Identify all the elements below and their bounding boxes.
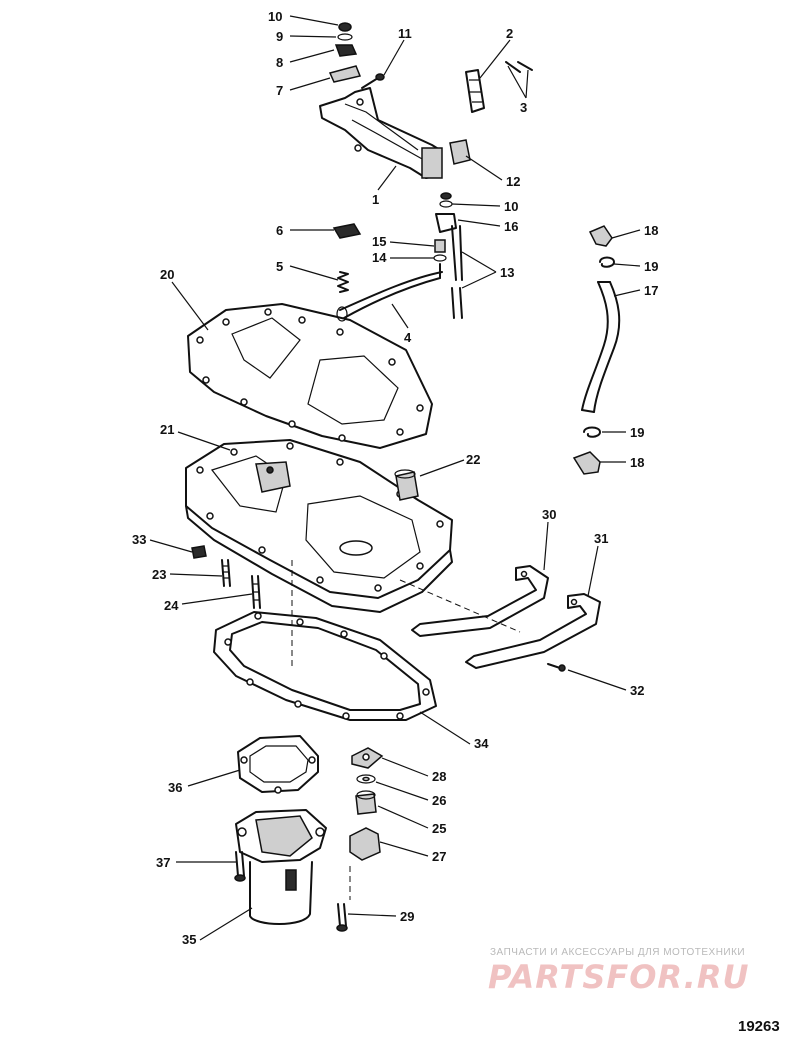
callout-6: 6 <box>276 223 283 238</box>
watermark-logo: PARTSFOR.RU <box>488 958 750 996</box>
callout-16: 16 <box>504 219 518 234</box>
exhaust-housing <box>234 735 327 925</box>
callout-20: 20 <box>160 267 174 282</box>
callout-26: 26 <box>432 793 446 808</box>
callout-1: 1 <box>372 192 379 207</box>
callout-29: 29 <box>400 909 414 924</box>
callout-27: 27 <box>432 849 446 864</box>
callout-28: 28 <box>432 769 446 784</box>
callout-8: 8 <box>276 55 283 70</box>
watermark-caption: ЗАПЧАСТИ И АКСЕССУАРЫ ДЛЯ МОТОТЕХНИКИ <box>490 947 746 958</box>
callout-5: 5 <box>276 259 283 274</box>
callout-37: 37 <box>156 855 170 870</box>
callout-35: 35 <box>182 932 196 947</box>
plate-fasteners <box>191 545 261 609</box>
shift-bracket-assembly <box>319 22 533 179</box>
callout-15: 15 <box>372 234 386 249</box>
callout-31: 31 <box>594 531 608 546</box>
callout-19: 19 <box>644 259 658 274</box>
callout-21: 21 <box>160 422 174 437</box>
callout-10-second: 10 <box>504 199 518 214</box>
callout-33: 33 <box>132 532 146 547</box>
callout-32: 32 <box>630 683 644 698</box>
callout-18: 18 <box>644 223 658 238</box>
top-gasket <box>187 303 433 449</box>
callout-19-second: 19 <box>630 425 644 440</box>
adapter-plate <box>185 439 453 613</box>
callout-4: 4 <box>404 330 412 345</box>
callout-13: 13 <box>500 265 514 280</box>
callout-18-second: 18 <box>630 455 644 470</box>
water-hose-assembly <box>572 225 621 475</box>
side-brackets <box>399 565 601 672</box>
callout-3: 3 <box>520 100 527 115</box>
callout-11: 11 <box>398 26 412 41</box>
lower-gasket <box>213 560 437 721</box>
callout-9: 9 <box>276 29 283 44</box>
callout-34: 34 <box>474 736 489 751</box>
callout-23: 23 <box>152 567 166 582</box>
callout-30: 30 <box>542 507 556 522</box>
leader-lines <box>149 15 641 941</box>
shift-linkage-parts <box>332 192 463 322</box>
callout-36: 36 <box>168 780 182 795</box>
callout-25: 25 <box>432 821 446 836</box>
callout-12: 12 <box>506 174 520 189</box>
callout-labels: 10 9 8 7 11 2 3 12 1 10 16 6 15 14 13 5 … <box>132 9 658 947</box>
mount-hardware <box>336 747 384 932</box>
callout-14: 14 <box>372 250 387 265</box>
callout-2: 2 <box>506 26 513 41</box>
callout-17: 17 <box>644 283 658 298</box>
figure-number: 19263 <box>738 1018 780 1035</box>
callout-10: 10 <box>268 9 282 24</box>
callout-7: 7 <box>276 83 283 98</box>
callout-24: 24 <box>164 598 179 613</box>
callout-22: 22 <box>466 452 480 467</box>
